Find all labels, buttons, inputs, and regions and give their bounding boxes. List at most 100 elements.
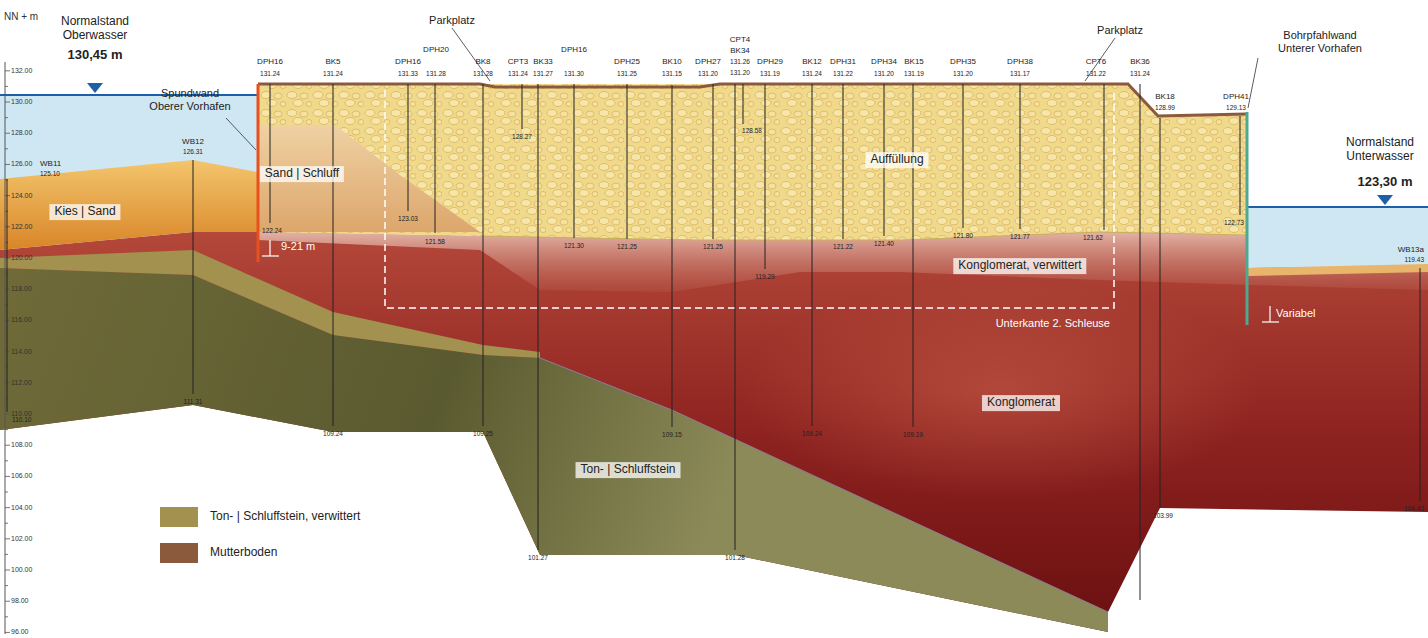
borehole-name: BK36 <box>1130 57 1150 66</box>
borehole-name: DPH16 <box>257 57 283 66</box>
axis-tick <box>5 86 8 87</box>
borehole-name: BK12 <box>802 57 822 66</box>
elevation-value: 123.03 <box>398 215 418 222</box>
water-level-label: Normalstand Oberwasser <box>49 15 141 43</box>
axis-tick <box>5 538 10 539</box>
borehole-name: WB12 <box>182 137 204 146</box>
axis-tick-label: 116.00 <box>11 316 32 324</box>
axis-tick <box>5 70 10 71</box>
axis-tick <box>5 148 8 149</box>
depth-note: Variabel <box>1276 307 1316 320</box>
elevation-value: 125.10 <box>40 170 60 177</box>
borehole-name: DPH20 <box>423 45 449 54</box>
elevation-value: 131.24 <box>323 70 343 77</box>
elevation-value: 131.20 <box>953 70 973 77</box>
borehole-line <box>1240 116 1241 215</box>
borehole-name: CPT6 <box>1086 57 1106 66</box>
axis-tick <box>5 570 10 571</box>
elevation-value: 111.31 <box>184 398 203 405</box>
legend-text: Ton- | Schluffstein, verwittert <box>205 509 395 525</box>
borehole-line <box>538 84 539 550</box>
elevation-value: 131.22 <box>1086 70 1106 77</box>
axis-tick <box>5 445 10 446</box>
elevation-value: 131.28 <box>473 70 493 77</box>
elevation-value: 128.27 <box>512 133 532 140</box>
elevation-value: 131.20 <box>730 69 750 76</box>
elevation-value: 131.33 <box>398 70 418 77</box>
axis-tick <box>5 507 10 508</box>
borehole-line <box>672 85 673 427</box>
borehole-name: DPH29 <box>757 57 783 66</box>
elevation-value: 131.15 <box>662 70 682 77</box>
borehole-name: BK10 <box>662 57 682 66</box>
borehole-line <box>1420 268 1421 501</box>
elevation-value: 131.17 <box>1010 70 1030 77</box>
borehole-line <box>270 84 271 223</box>
axis-tick <box>5 616 8 617</box>
elevation-value: 131.20 <box>874 70 894 77</box>
borehole-line <box>1104 84 1105 230</box>
borehole-name: BK5 <box>325 57 340 66</box>
elevation-value: 119.43 <box>1405 256 1424 263</box>
elevation-value: 129.13 <box>1226 104 1246 111</box>
axis-tick <box>5 476 10 477</box>
elevation-value: 121.58 <box>425 238 445 245</box>
elevation-value: 101.28 <box>725 554 745 561</box>
axis-tick-label: 102.00 <box>11 535 32 543</box>
borehole-line <box>765 84 766 269</box>
elevation-value: 103.99 <box>1153 512 1173 519</box>
elevation-value: 131.30 <box>564 70 584 77</box>
axis-tick <box>5 601 10 602</box>
elevation-value: 131.22 <box>833 70 853 77</box>
borehole-name: DPH27 <box>695 57 721 66</box>
elevation-value: 101.27 <box>528 554 548 561</box>
layer-label: Kies | Sand <box>49 204 120 220</box>
axis-tick <box>5 554 8 555</box>
elevation-value: 121.40 <box>874 240 894 247</box>
elevation-value: 109.24 <box>802 430 822 437</box>
borehole-name: BK34 <box>730 46 750 55</box>
elevation-value: 121.30 <box>564 242 584 249</box>
borehole-line <box>1020 84 1021 229</box>
borehole-line <box>522 84 523 129</box>
borehole-name: BK8 <box>475 57 490 66</box>
axis-tick-label: 126.00 <box>11 160 32 168</box>
elevation-value: 104.43 <box>1404 505 1424 512</box>
axis-tick <box>5 102 10 103</box>
elevation-value: 109.15 <box>662 431 682 438</box>
elevation-value: 131.20 <box>698 70 718 77</box>
borehole-line <box>913 84 914 427</box>
water-level-value: 130,45 m <box>68 48 123 63</box>
borehole-line <box>193 160 194 394</box>
borehole-line <box>743 84 744 124</box>
axis-tick-label: 124.00 <box>11 192 32 200</box>
layer-label: Konglomerat, verwittert <box>953 258 1086 274</box>
borehole-name: DPH16 <box>395 57 421 66</box>
elevation-value: 121.77 <box>1010 233 1030 240</box>
elevation-value: 131.24 <box>802 70 822 77</box>
axis-tick <box>5 414 10 415</box>
elevation-value: 109.19 <box>903 431 923 438</box>
axis-tick-label: 130.00 <box>11 98 32 106</box>
axis-tick <box>5 523 8 524</box>
axis-tick <box>5 460 8 461</box>
level-note: Unterkante 2. Schleuse <box>996 317 1110 330</box>
axis-tick-label: 100.00 <box>11 566 32 574</box>
elevation-value: 131.19 <box>760 70 780 77</box>
axis-tick-label: 120.00 <box>11 254 32 262</box>
borehole-line <box>812 84 813 426</box>
elevation-value: 122.73 <box>1224 219 1244 226</box>
axis-tick <box>5 492 8 493</box>
wall-label: Spundwand Oberer Vorhafen <box>144 87 236 112</box>
elevation-value: 131.27 <box>533 70 553 77</box>
axis-tick <box>5 133 10 134</box>
borehole-name: BK33 <box>533 57 553 66</box>
borehole-line <box>333 84 334 426</box>
axis-tick <box>5 585 8 586</box>
layer-label: Sand | Schluff <box>260 166 344 182</box>
elevation-value: 126.31 <box>183 148 203 155</box>
elevation-value: 110.10 <box>12 416 31 423</box>
borehole-line <box>843 84 844 239</box>
water-level-label: Normalstand Unterwasser <box>1334 136 1426 164</box>
axis-tick-label: 96.00 <box>11 628 29 636</box>
